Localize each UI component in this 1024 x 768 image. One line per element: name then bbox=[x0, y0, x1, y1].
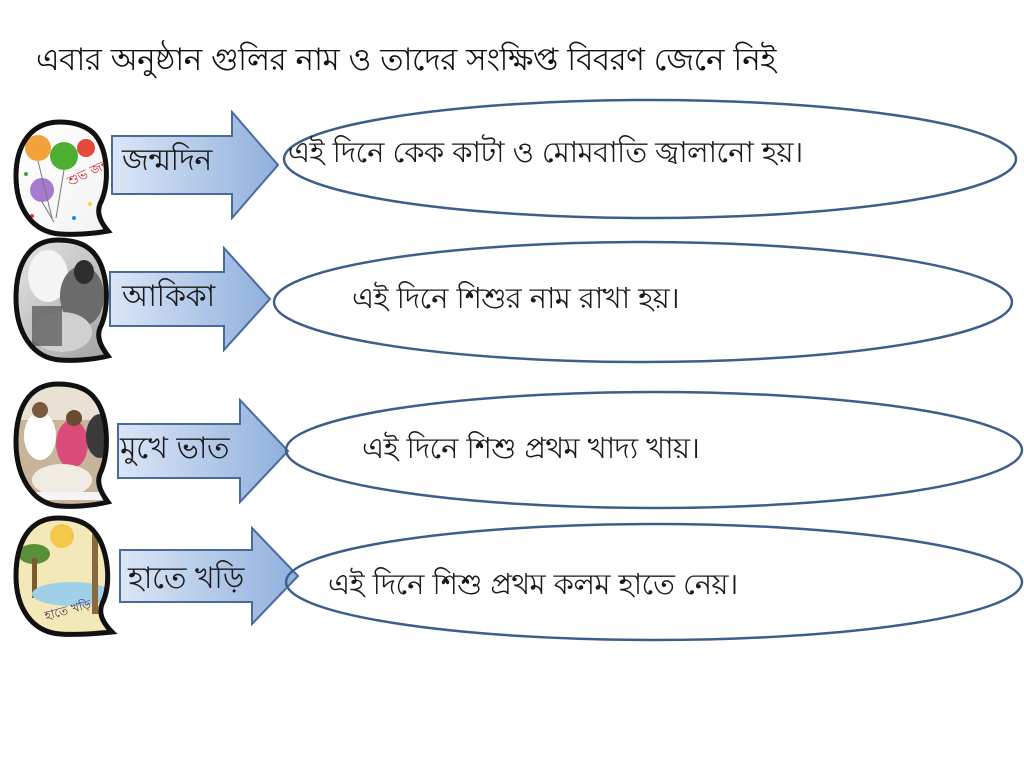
arrow-shape bbox=[111, 110, 280, 220]
first-rice-ceremony-picture bbox=[13, 381, 113, 509]
event-row-birthday: শুভ জন্মদিন জন্মদিন এই দিনে কেক কাটা ও ম… bbox=[0, 98, 1024, 237]
hate-khori-illustration-picture: হাতে খড়ি bbox=[13, 515, 118, 637]
description-ellipse bbox=[272, 240, 1014, 364]
arrow-shape bbox=[119, 526, 300, 626]
event-name: মুখে ভাত bbox=[120, 431, 230, 466]
slide-title: এবার অনুষ্ঠান গুলির নাম ও তাদের সংক্ষিপ্… bbox=[36, 42, 776, 78]
event-name: হাতে খড়ি bbox=[128, 561, 244, 596]
event-row-mukhe-bhaat: মুখে ভাত এই দিনে শিশু প্রথম খাদ্য খায়। bbox=[0, 380, 1024, 510]
event-description: এই দিনে শিশু প্রথম খাদ্য খায়। bbox=[362, 431, 700, 465]
arrow-shape bbox=[117, 398, 290, 504]
description-ellipse bbox=[284, 390, 1024, 510]
event-name: আকিকা bbox=[122, 279, 215, 314]
description-ellipse bbox=[282, 98, 1018, 220]
event-description: এই দিনে শিশুর নাম রাখা হয়। bbox=[352, 281, 680, 315]
event-row-hate-khori: হাতে খড়ি হাতে খড়ি এই দিনে শিশু প্রথম ক… bbox=[0, 514, 1024, 644]
event-description: এই দিনে শিশু প্রথম কলম হাতে নেয়। bbox=[328, 567, 738, 601]
event-description: এই দিনে কেক কাটা ও মোমবাতি জ্বালানো হয়। bbox=[288, 135, 803, 169]
description-ellipse bbox=[284, 522, 1024, 642]
arrow-shape bbox=[109, 246, 272, 352]
birthday-balloons-picture: শুভ জন্মদিন bbox=[13, 119, 113, 237]
aqiqah-photo-picture bbox=[13, 237, 113, 363]
event-row-aqiqah: আকিকা এই দিনে শিশুর নাম রাখা হয়। bbox=[0, 236, 1024, 366]
event-name: জন্মদিন bbox=[122, 143, 212, 178]
